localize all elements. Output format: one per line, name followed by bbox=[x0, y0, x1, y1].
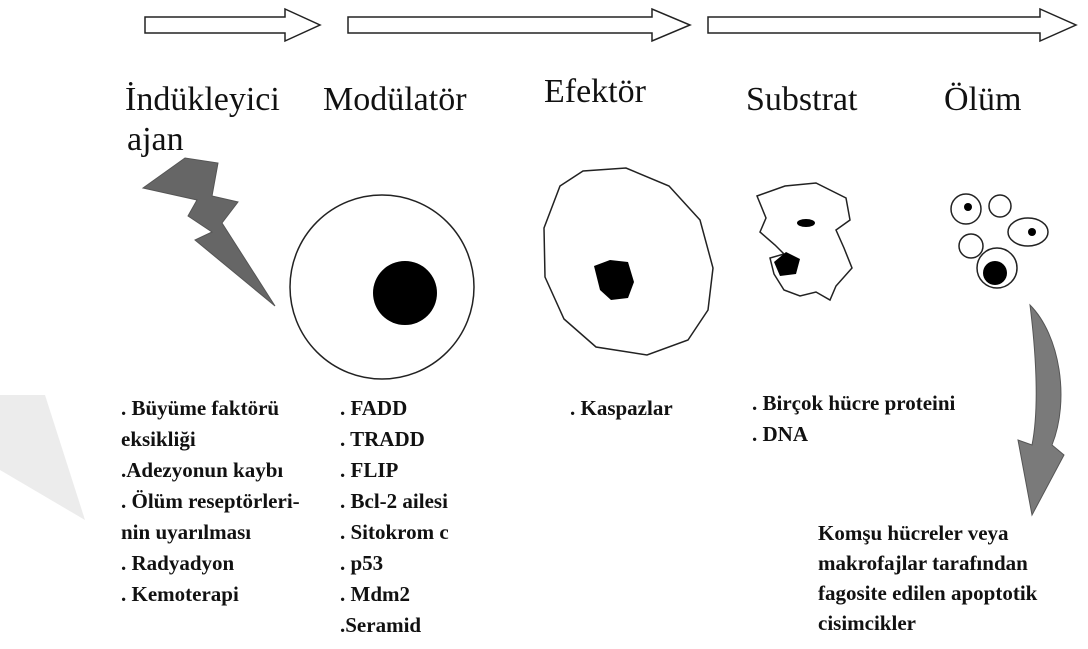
modulator-list: . FADD . TRADD . FLIP . Bcl-2 ailesi . S… bbox=[340, 393, 449, 641]
lightning-bolt-icon bbox=[143, 158, 275, 306]
substrate-nucleus-fragment bbox=[797, 219, 815, 227]
list-item: . Ölüm reseptörleri- bbox=[121, 486, 300, 517]
modulator-nucleus bbox=[373, 261, 437, 325]
list-item: . Kemoterapi bbox=[121, 579, 300, 610]
list-item: . FADD bbox=[340, 393, 449, 424]
list-item: nin uyarılması bbox=[121, 517, 300, 548]
heading-substrate: Substrat bbox=[746, 80, 857, 120]
caption-line: fagosite edilen apoptotik bbox=[818, 578, 1037, 608]
substrate-list: . Birçok hücre proteini . DNA bbox=[752, 388, 955, 450]
flow-arrow-1 bbox=[145, 9, 320, 41]
list-item: . Birçok hücre proteini bbox=[752, 388, 955, 419]
effector-cell bbox=[544, 168, 713, 355]
list-item: . Kaspazlar bbox=[570, 393, 673, 424]
heading-inducer-line2: ajan bbox=[127, 120, 184, 160]
heading-effector: Efektör bbox=[544, 72, 646, 112]
heading-death: Ölüm bbox=[944, 80, 1021, 120]
inducer-list: . Büyüme faktörü eksikliği .Adezyonun ka… bbox=[121, 393, 300, 610]
list-item: . Mdm2 bbox=[340, 579, 449, 610]
list-item: . Radyadyon bbox=[121, 548, 300, 579]
apoptotic-body-nucleus bbox=[964, 203, 972, 211]
substrate-cell bbox=[757, 183, 852, 300]
list-item: . Büyüme faktörü bbox=[121, 393, 300, 424]
apoptotic-body-nucleus bbox=[1028, 228, 1036, 236]
list-item: .Seramid bbox=[340, 610, 449, 641]
list-item: .Adezyonun kaybı bbox=[121, 455, 300, 486]
list-item: . Sitokrom c bbox=[340, 517, 449, 548]
heading-modulator: Modülatör bbox=[323, 80, 467, 120]
list-item: eksikliği bbox=[121, 424, 300, 455]
apoptotic-body bbox=[989, 195, 1011, 217]
curved-arrow-icon bbox=[1018, 305, 1064, 515]
flow-arrow-3 bbox=[708, 9, 1076, 41]
list-item: . DNA bbox=[752, 419, 955, 450]
caption-line: cisimcikler bbox=[818, 608, 1037, 638]
list-item: . TRADD bbox=[340, 424, 449, 455]
heading-inducer: İndükleyici bbox=[125, 80, 280, 120]
flow-arrow-2 bbox=[348, 9, 690, 41]
list-item: . p53 bbox=[340, 548, 449, 579]
apoptotic-body-nucleus bbox=[983, 261, 1007, 285]
phagocytosis-caption: Komşu hücreler veya makrofajlar tarafınd… bbox=[818, 518, 1037, 638]
list-item: . Bcl-2 ailesi bbox=[340, 486, 449, 517]
list-item: . FLIP bbox=[340, 455, 449, 486]
watermark-shape bbox=[0, 395, 85, 520]
effector-list: . Kaspazlar bbox=[570, 393, 673, 424]
apoptotic-body bbox=[959, 234, 983, 258]
caption-line: makrofajlar tarafından bbox=[818, 548, 1037, 578]
caption-line: Komşu hücreler veya bbox=[818, 518, 1037, 548]
